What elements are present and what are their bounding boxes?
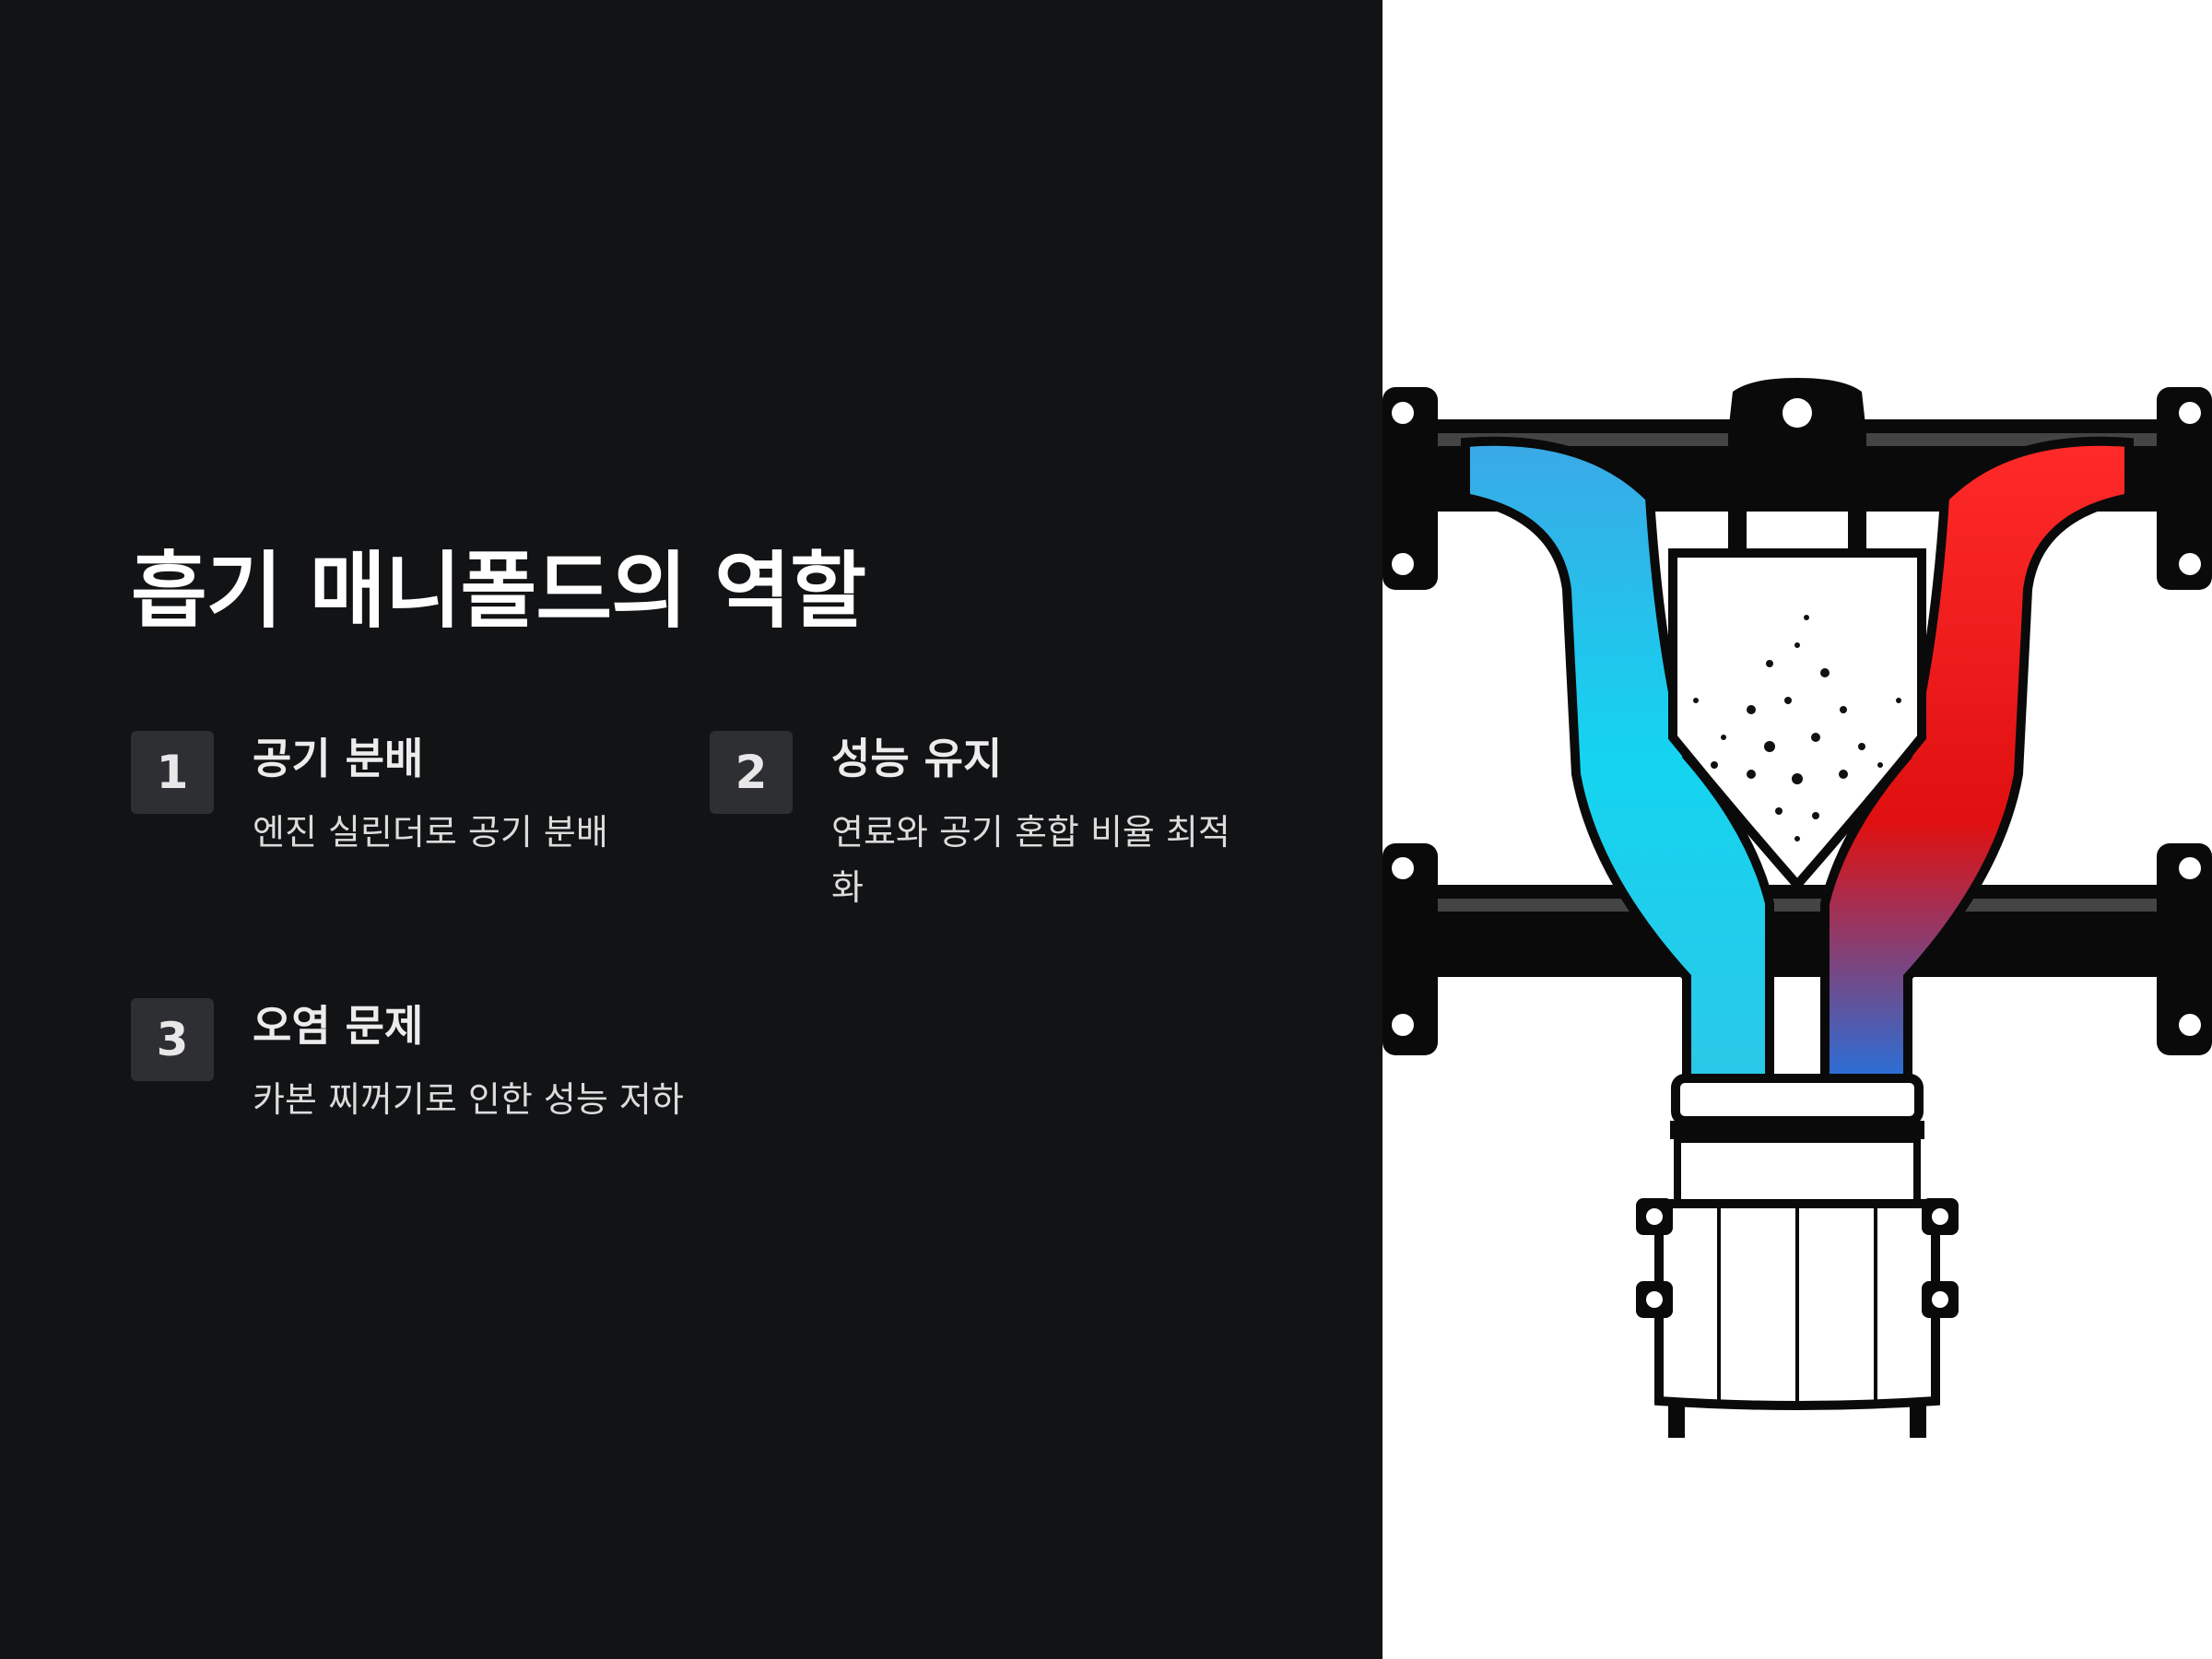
manifold-illustration <box>1382 0 2212 1659</box>
slide-title: 흡기 매니폴드의 역할 <box>131 543 866 640</box>
item-description: 카본 찌꺼기로 인한 성능 저하 <box>253 1079 684 1120</box>
text-panel: 흡기 매니폴드의 역할 1 공기 분배 엔진 실린더로 공기 분배 2 성능 유… <box>0 0 1382 1659</box>
number-badge: 2 <box>710 731 793 814</box>
item-title: 성능 유지 <box>831 734 1003 783</box>
number-badge: 1 <box>131 731 214 814</box>
item-description: 엔진 실린더로 공기 분배 <box>253 812 608 853</box>
item-title: 공기 분배 <box>253 734 424 783</box>
number-badge: 3 <box>131 998 214 1081</box>
manifold-icon <box>1382 378 2212 1438</box>
item-title: 오염 문제 <box>253 1001 424 1051</box>
item-description: 연료와 공기 혼합 비율 최적화 <box>831 812 1230 908</box>
